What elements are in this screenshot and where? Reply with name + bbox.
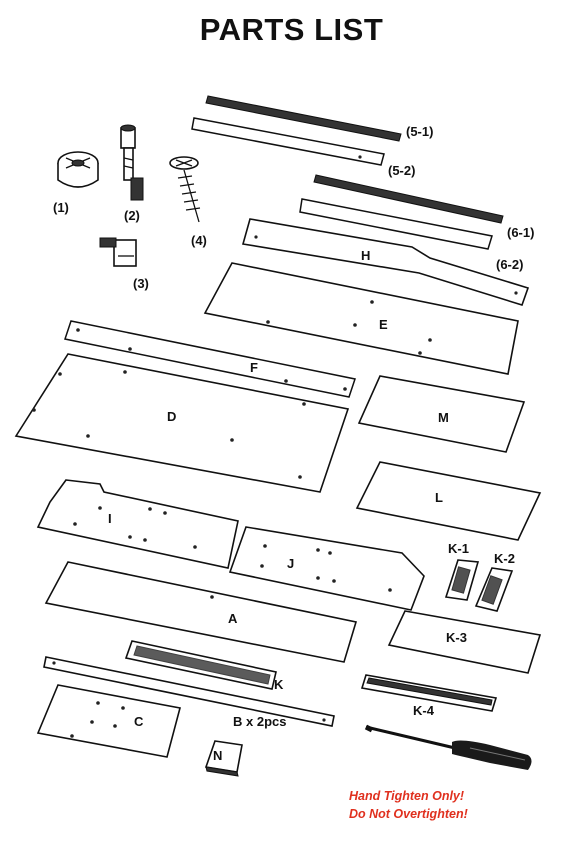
rail-5-1: [205, 95, 402, 142]
part-label-5-1: (5-1): [406, 124, 434, 139]
panel-m: [357, 375, 526, 453]
part-label-k-4: K-4: [413, 703, 434, 718]
part-label-6-1: (6-1): [507, 225, 535, 240]
warning-line-2: Do Not Overtighten!: [349, 807, 468, 821]
cam-bolt-icon: [120, 124, 144, 201]
part-label-j: J: [287, 556, 295, 571]
panel-k-4: [360, 674, 498, 712]
panel-c: [36, 684, 181, 758]
hardware-label-3: (3): [133, 276, 149, 291]
part-label-c: C: [134, 714, 144, 729]
part-label-m: M: [438, 410, 449, 425]
panel-j: [228, 526, 425, 611]
part-label-a: A: [228, 611, 238, 626]
panel-k: [124, 640, 277, 690]
panel-a: [44, 561, 358, 663]
panel-k-3: [387, 610, 542, 674]
part-label-l: L: [435, 490, 443, 505]
warning-line-1: Hand Tighten Only!: [349, 789, 465, 803]
panel-d: [14, 353, 350, 493]
part-label-6-2: (6-2): [496, 257, 524, 272]
part-label-e: E: [379, 317, 388, 332]
shelf-pin-icon: [99, 237, 137, 267]
rail-5-2: [191, 117, 385, 166]
part-label-n: N: [213, 748, 223, 763]
part-label-k: K: [274, 677, 284, 692]
panel-n: [204, 740, 243, 777]
rail-6-2: [299, 198, 493, 250]
warning-note: Hand Tighten Only! Do Not Overtighten!: [349, 787, 468, 823]
part-label-k-1: K-1: [448, 541, 469, 556]
panel-b: [43, 656, 335, 727]
panel-k-2: [474, 567, 514, 612]
part-label-k-2: K-2: [494, 551, 515, 566]
panel-k-1: [444, 559, 480, 601]
panel-f: [64, 320, 356, 398]
hardware-label-2: (2): [124, 208, 140, 223]
panel-h: [241, 218, 530, 306]
panel-e: [203, 262, 519, 375]
cam-lock-icon: [57, 151, 99, 188]
part-label-b: B x 2pcs: [233, 714, 287, 729]
part-label-i: I: [108, 511, 112, 526]
screw-icon: [169, 156, 201, 223]
rail-6-1: [313, 174, 504, 224]
part-label-h: H: [361, 248, 371, 263]
hardware-label-4: (4): [191, 233, 207, 248]
panel-l: [355, 461, 542, 541]
panel-i: [36, 479, 239, 569]
hardware-label-1: (1): [53, 200, 69, 215]
part-label-5-2: (5-2): [388, 163, 416, 178]
screwdriver-icon: [364, 724, 532, 770]
page-title: PARTS LIST: [199, 12, 384, 47]
part-label-k-3: K-3: [446, 630, 467, 645]
part-label-f: F: [250, 360, 258, 375]
part-label-d: D: [167, 409, 177, 424]
